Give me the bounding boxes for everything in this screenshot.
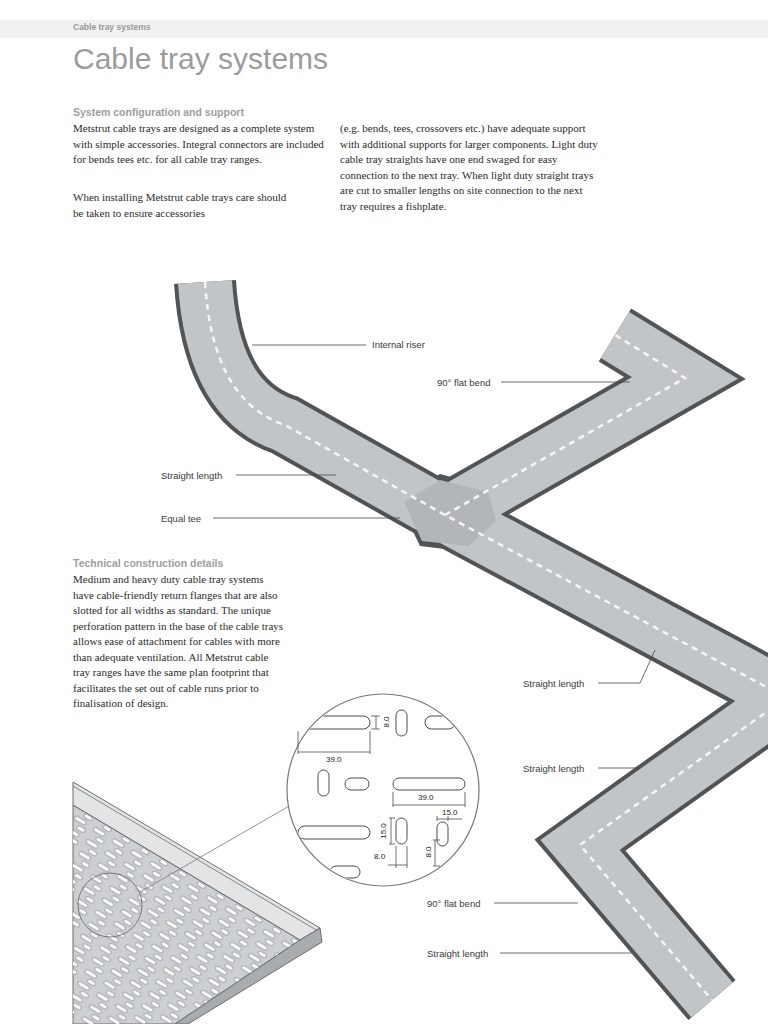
dimension-tick xyxy=(371,716,380,717)
callout-label: Straight length xyxy=(161,470,222,481)
slot xyxy=(298,826,370,839)
slot xyxy=(445,866,470,878)
leader-line xyxy=(598,650,655,683)
dimension-tick xyxy=(433,866,440,867)
extension-line xyxy=(298,731,299,754)
header-bar xyxy=(0,20,768,38)
callout-label: Equal tee xyxy=(161,513,201,524)
tray-end-wall xyxy=(175,928,322,1024)
detail-view xyxy=(287,694,479,886)
leader-line xyxy=(236,475,336,476)
dimension-line xyxy=(376,716,377,729)
dimension-tick xyxy=(389,818,395,819)
perforation-line xyxy=(445,335,685,515)
callout-label: 90° flat bend xyxy=(437,377,490,388)
leader-line xyxy=(501,382,630,383)
tray-run xyxy=(205,282,768,1000)
callout-label: Straight length xyxy=(523,763,584,774)
dimension-value: 8.0 xyxy=(424,846,433,857)
tray-rail xyxy=(205,282,768,705)
body-text: When installing Metstrut cable trays car… xyxy=(73,190,293,221)
perforation-line xyxy=(205,282,768,705)
dimension-line xyxy=(391,818,392,844)
dimension-line xyxy=(388,865,407,866)
dimension-tick xyxy=(371,729,380,730)
section-heading: System configuration and support xyxy=(73,106,244,118)
body-text: Metstrut cable trays are designed as a c… xyxy=(73,121,328,168)
dimension-tick xyxy=(389,844,395,845)
leader-line xyxy=(494,903,578,904)
dimension-line xyxy=(298,752,370,753)
dimension-value: 8.0 xyxy=(374,852,385,861)
tray-base xyxy=(205,282,768,705)
callout-label: Internal riser xyxy=(372,339,425,350)
tray-base xyxy=(445,335,685,515)
slot xyxy=(330,866,360,878)
dimension-value: 15.0 xyxy=(442,808,458,817)
dimension-value: 39.0 xyxy=(326,755,342,764)
dimension-tick xyxy=(437,816,438,821)
callout-label: 90° flat bend xyxy=(427,898,480,909)
slot xyxy=(298,716,370,729)
slot xyxy=(396,818,407,844)
slot xyxy=(345,778,369,790)
dimension-value: 15.0 xyxy=(379,823,388,839)
dimension-line xyxy=(437,819,462,820)
small-tray xyxy=(73,782,322,1024)
slot xyxy=(425,716,455,729)
body-text: Medium and heavy duty cable tray systems… xyxy=(73,572,285,712)
leader-line xyxy=(213,518,400,519)
page-title: Cable tray systems xyxy=(73,42,328,76)
running-header: Cable tray systems xyxy=(73,22,151,32)
magnifier-line xyxy=(140,805,291,892)
slot xyxy=(437,822,448,846)
slot xyxy=(393,778,465,790)
slot xyxy=(396,710,407,736)
body-text: (e.g. bends, tees, crossovers etc.) have… xyxy=(340,121,598,214)
leader-line xyxy=(598,768,640,769)
dimension-value: 8.0 xyxy=(382,716,391,727)
dimension-line xyxy=(393,805,465,806)
tray-side-wall xyxy=(73,782,320,940)
leader-line xyxy=(500,953,632,954)
leader-line xyxy=(252,345,366,346)
dimension-lines xyxy=(298,716,465,868)
tray-flange xyxy=(73,786,318,931)
dimension-value: 39.0 xyxy=(418,793,434,802)
tray-rail xyxy=(445,335,685,515)
magnifier-circle xyxy=(78,873,142,937)
detail-circle xyxy=(287,694,479,886)
callout-label: Straight length xyxy=(523,678,584,689)
slot xyxy=(318,770,329,796)
extension-line xyxy=(370,731,371,754)
slot-group xyxy=(298,710,470,878)
dimension-line xyxy=(435,840,436,866)
dimension-tick xyxy=(433,840,440,841)
leader-lines xyxy=(213,345,655,953)
section-heading: Technical construction details xyxy=(73,557,223,569)
callout-label: Straight length xyxy=(427,948,488,959)
